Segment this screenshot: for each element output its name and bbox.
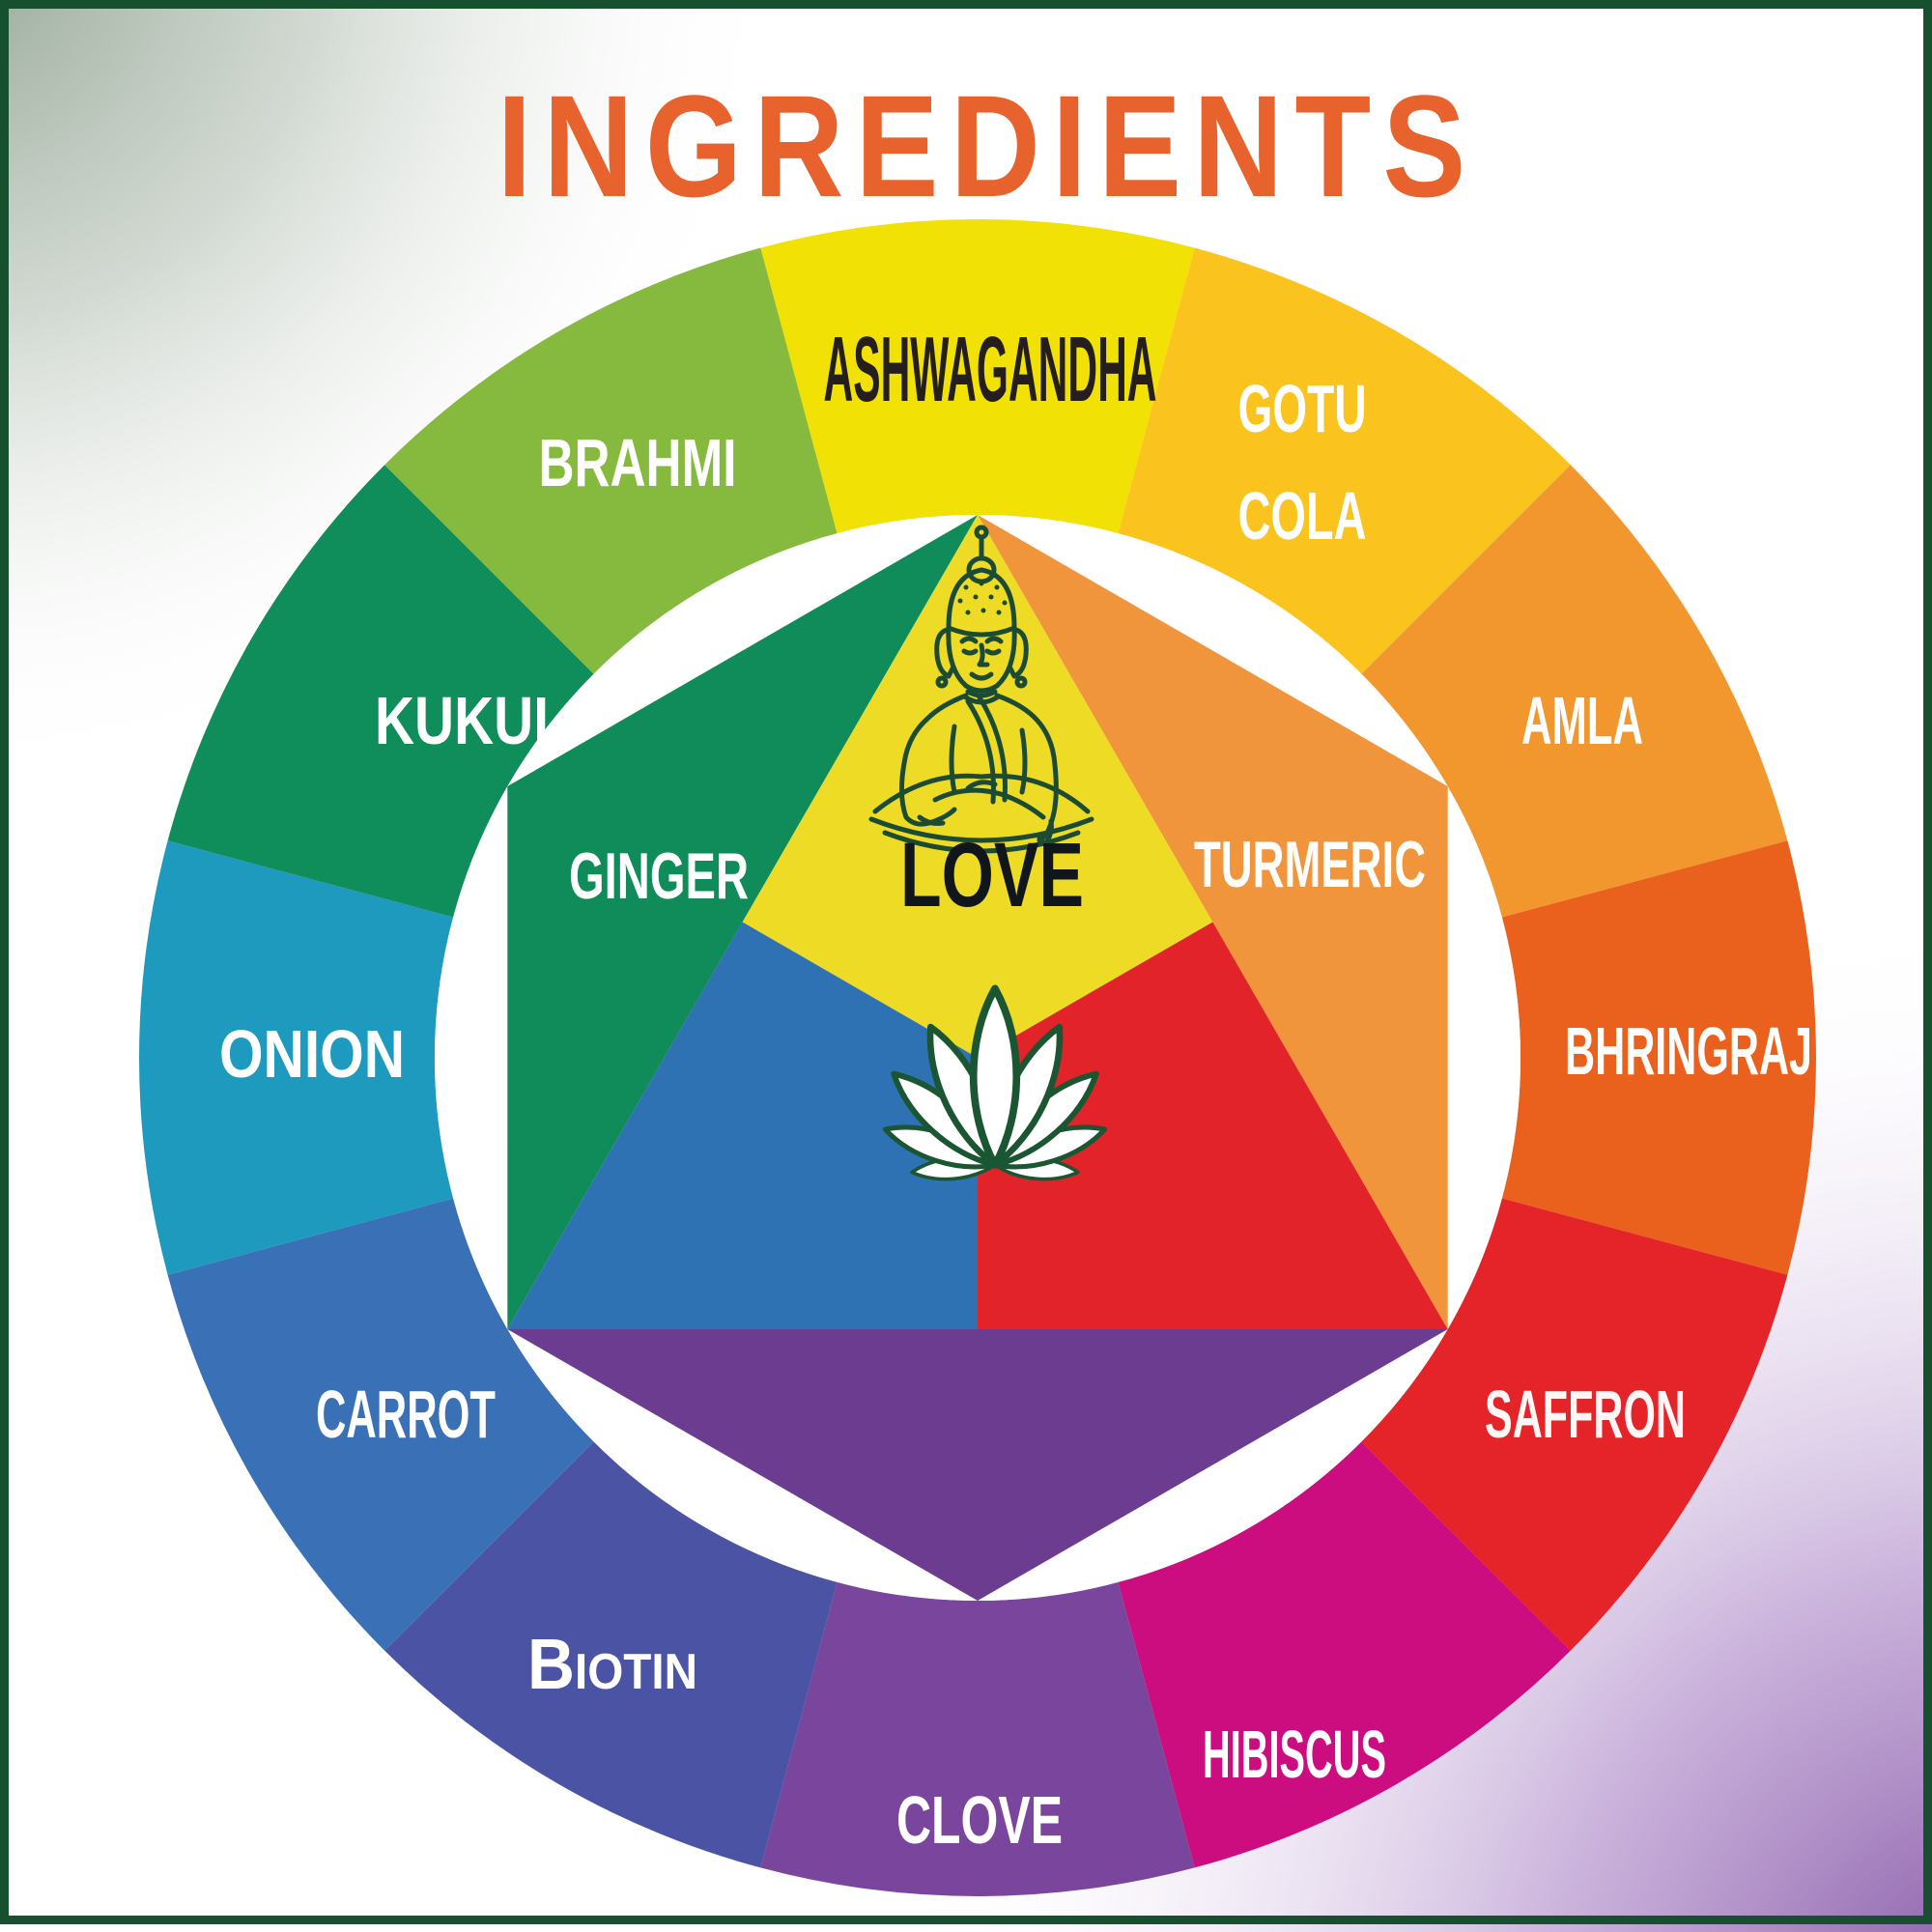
segment-gotu-cola: [1118, 247, 1571, 674]
label-amla: AMLA: [1521, 683, 1643, 758]
label-gotu-cola-line2: COLA: [1238, 478, 1367, 554]
segment-clove: [760, 1581, 1195, 1896]
label-turmeric: TURMERIC: [1194, 828, 1426, 901]
red-kite: [978, 922, 1448, 1329]
segment-kukui: [167, 465, 594, 918]
lotus-icon: [882, 984, 1108, 1181]
label-bhringraj: BHRINGRAJ: [1565, 1013, 1812, 1089]
page-title: INGREDIENTS: [497, 65, 1478, 227]
label-brahmi: BRAHMI: [539, 425, 737, 500]
segment-carrot: [167, 1198, 594, 1651]
segment-hibiscus: [1118, 1441, 1571, 1868]
labels: ASHWAGANDHA GOTU COLA AMLA BHRINGRAJ SAFFRON H…: [219, 318, 1812, 1858]
segment-brahmi: [384, 247, 838, 674]
segment-bhringraj: [1501, 840, 1816, 1275]
yellow-love-kite: [742, 515, 1213, 1058]
label-ashwagandha: ASHWAGANDHA: [824, 318, 1157, 421]
outer-ring: [139, 219, 1816, 1896]
label-saffron: SAFFRON: [1485, 1377, 1686, 1452]
segment-amla: [1361, 465, 1788, 918]
segment-onion: [139, 840, 454, 1275]
label-biotin: Biotin: [527, 1624, 697, 1704]
segment-biotin: [384, 1441, 838, 1868]
label-kukui: KUKUI: [375, 683, 549, 758]
label-carrot: CARROT: [316, 1377, 496, 1452]
label-love: LOVE: [900, 824, 1084, 926]
segment-saffron: [1361, 1198, 1788, 1651]
label-onion: ONION: [219, 1016, 405, 1092]
segment-ashwagandha: [760, 219, 1195, 534]
purple-bottom-triangle: [507, 1329, 1448, 1601]
label-gotu-cola-line1: GOTU: [1238, 371, 1367, 446]
label-ginger: GINGER: [569, 839, 749, 913]
label-hibiscus: HIBISCUS: [1203, 1717, 1386, 1792]
label-clove: CLOVE: [896, 1782, 1063, 1858]
buddha-icon: [868, 525, 1094, 854]
blue-kite: [507, 922, 978, 1329]
